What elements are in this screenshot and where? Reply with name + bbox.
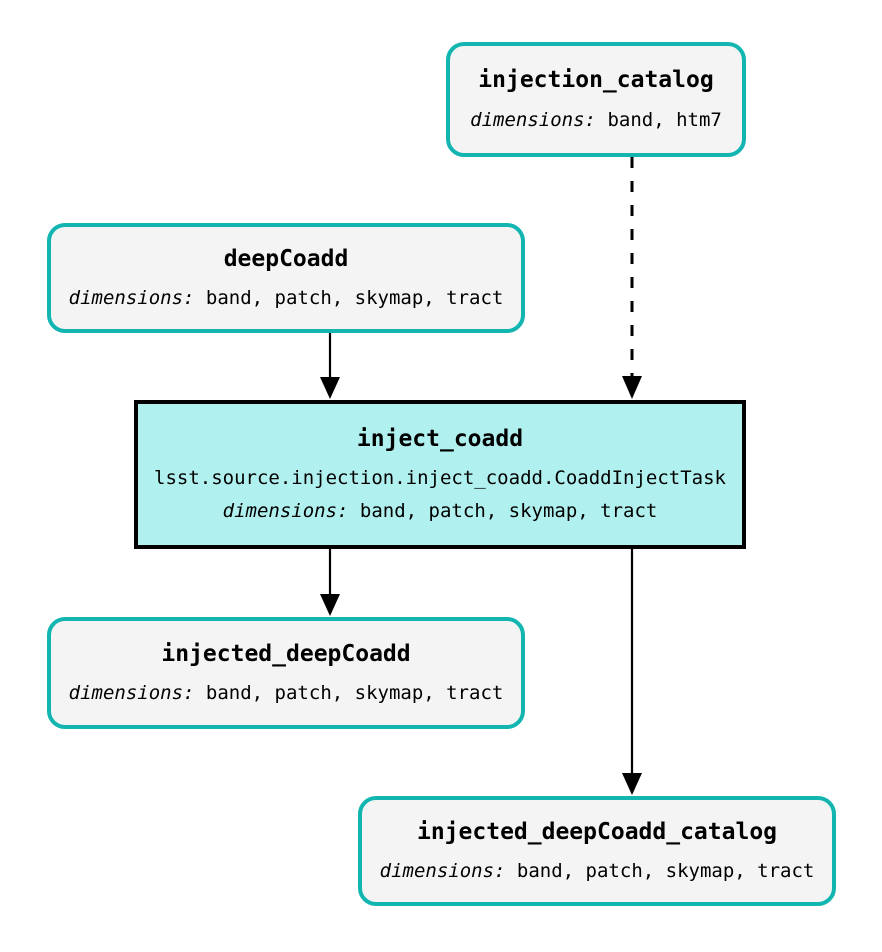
node-inject-coadd[interactable]: inject_coadd lsst.source.injection.injec… (134, 400, 746, 549)
node-title-injection-catalog: injection_catalog (478, 67, 714, 94)
dims-label: dimensions: (68, 287, 195, 310)
node-dims-injection-catalog: dimensions: band, htm7 (470, 108, 722, 131)
node-title-injected-deepcoadd: injected_deepCoadd (161, 640, 411, 667)
dims-value: band, patch, skymap, tract (348, 500, 658, 523)
dims-value: band, htm7 (596, 108, 722, 131)
node-dims-injected-deepcoadd: dimensions: band, patch, skymap, tract (69, 683, 504, 704)
dims-value: band, patch, skymap, tract (194, 287, 504, 310)
node-title-injected-deepcoadd-catalog: injected_deepCoadd_catalog (416, 818, 778, 845)
dims-label: dimensions: (379, 860, 506, 883)
dims-label: dimensions: (470, 108, 596, 131)
dims-label: dimensions: (68, 682, 195, 705)
node-title-deepcoadd: deepCoadd (223, 245, 349, 272)
dims-label: dimensions: (222, 500, 349, 523)
node-injected-deepcoadd[interactable]: injected_deepCoadd dimensions: band, pat… (47, 617, 525, 729)
node-dims-injected-deepcoadd-catalog: dimensions: band, patch, skymap, tract (380, 861, 815, 882)
node-dims-deepcoadd: dimensions: band, patch, skymap, tract (69, 288, 504, 309)
node-subtitle-inject-coadd: lsst.source.injection.inject_coadd.Coadd… (154, 467, 726, 490)
edge-deepcoadd-to-inject-coadd (320, 331, 340, 399)
node-title-inject-coadd: inject_coadd (356, 425, 524, 452)
edge-inject-coadd-to-injected-deepcoadd-catalog (622, 549, 642, 795)
node-injection-catalog[interactable]: injection_catalog dimensions: band, htm7 (446, 42, 746, 157)
dims-value: band, patch, skymap, tract (194, 682, 504, 705)
node-injected-deepcoadd-catalog[interactable]: injected_deepCoadd_catalog dimensions: b… (358, 796, 836, 906)
edge-injection-catalog-to-inject-coadd (622, 157, 642, 399)
dims-value: band, patch, skymap, tract (505, 860, 815, 883)
node-deepcoadd[interactable]: deepCoadd dimensions: band, patch, skyma… (47, 223, 525, 333)
node-dims-inject-coadd: dimensions: band, patch, skymap, tract (223, 501, 658, 522)
edge-inject-coadd-to-injected-deepcoadd (320, 549, 340, 616)
